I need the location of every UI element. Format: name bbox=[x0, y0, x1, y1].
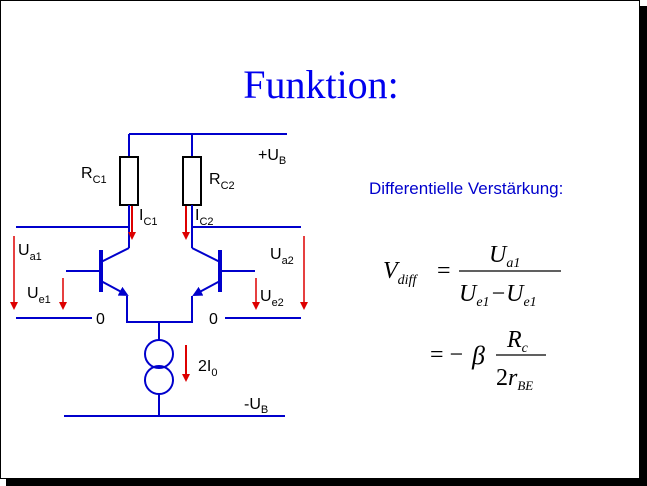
resistor-rc2 bbox=[182, 156, 202, 206]
current-source-lower bbox=[144, 365, 174, 395]
slide-shadow-bottom bbox=[6, 479, 647, 486]
formula-differential-gain: Vdiff = Ua1 Ue1−Ue1 = − β Rc 2rBE bbox=[383, 242, 561, 393]
ua2-label: Ua2 bbox=[270, 246, 294, 267]
formula-equals: = bbox=[437, 258, 451, 284]
formula-denominator: Ue1−Ue1 bbox=[459, 281, 537, 310]
slide-title: Funktion: bbox=[243, 62, 399, 107]
t2-collector bbox=[191, 247, 221, 263]
supply-negative-label: -UB bbox=[244, 396, 268, 416]
slide: Funktion: Differentielle Verstärkung: bbox=[0, 0, 640, 479]
formula-numerator-2: Rc bbox=[506, 327, 529, 356]
ground-right-label: 0 bbox=[209, 311, 218, 328]
t2-emitter bbox=[192, 280, 221, 296]
formula-numerator: Ua1 bbox=[489, 242, 520, 271]
rc1-label: RC1 bbox=[81, 165, 107, 186]
ic2-label: IC2 bbox=[195, 207, 214, 228]
rc2-label: RC2 bbox=[209, 171, 235, 192]
ground-left-label: 0 bbox=[96, 311, 105, 328]
resistor-rc1 bbox=[119, 156, 139, 206]
supply-positive-label: +UB bbox=[258, 147, 286, 167]
ue1-label: Ue1 bbox=[27, 285, 51, 306]
tail-current-label: 2I0 bbox=[198, 358, 217, 379]
formula-denominator-2: 2rBE bbox=[496, 365, 533, 393]
current-source-upper bbox=[144, 339, 174, 369]
ic1-label: IC1 bbox=[139, 207, 158, 228]
ue2-label: Ue2 bbox=[260, 288, 284, 309]
slide-shadow-right bbox=[640, 6, 647, 486]
t1-collector bbox=[100, 247, 130, 263]
t1-emitter bbox=[100, 280, 129, 296]
slide-subtitle: Differentielle Verstärkung: bbox=[369, 179, 564, 198]
emitter-node bbox=[126, 296, 193, 323]
formula-beta: β bbox=[471, 341, 485, 370]
formula-lhs: Vdiff bbox=[383, 258, 418, 288]
ua1-label: Ua1 bbox=[18, 242, 42, 263]
formula-equals-minus: = − bbox=[430, 342, 463, 368]
